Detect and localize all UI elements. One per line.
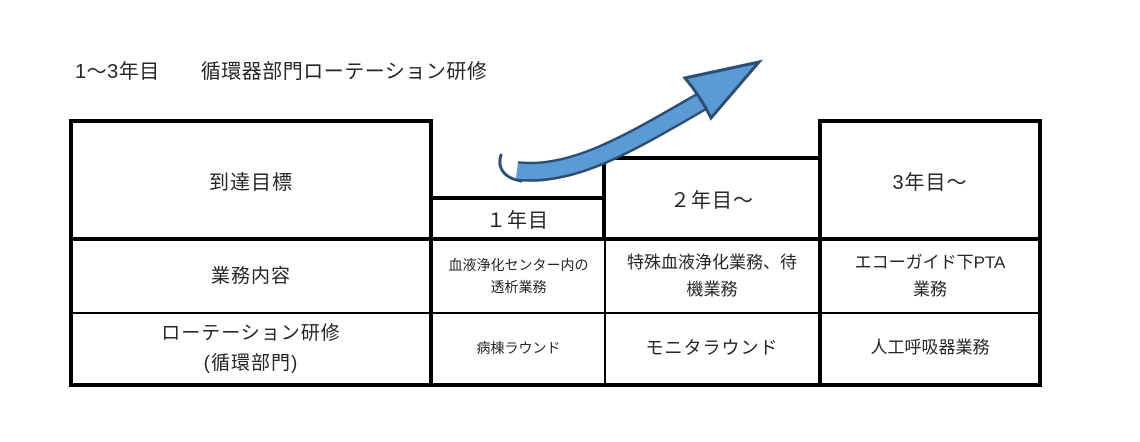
header-goal-cell: 到達目標 [69,119,433,241]
rotation-year2-cell: モニタラウンド [606,314,822,383]
header-year1-cell: １年目 [429,196,606,241]
header-year3-cell: 3年目～ [818,119,1042,241]
rotation-year3-cell: 人工呼吸器業務 [870,338,990,358]
header-year3-label: 3年目～ [892,171,968,194]
row-label-rotation: ローテーション研修 (循環部門) [73,314,433,383]
rotation-year1-cell: 病棟ラウンド [433,314,606,383]
header-goal-label: 到達目標 [209,171,293,194]
duties-year1-cell: 血液浄化センター内の 透析業務 [433,241,606,314]
rotation-table-body: 業務内容 血液浄化センター内の 透析業務 特殊血液浄化業務、待 機業務 エコーガ… [69,237,1042,387]
header-year1-label: １年目 [486,210,549,232]
row-label-duties: 業務内容 [73,241,433,314]
page-title: 1～3年目 循環器部門ローテーション研修 [75,61,488,83]
header-year2-cell: ２年目～ [602,156,822,241]
duties-year2-cell: 特殊血液浄化業務、待 機業務 [606,241,822,314]
duties-year3-cell: エコーガイド下PTA 業務 [822,241,1038,314]
header-year2-label: ２年目～ [670,190,754,212]
